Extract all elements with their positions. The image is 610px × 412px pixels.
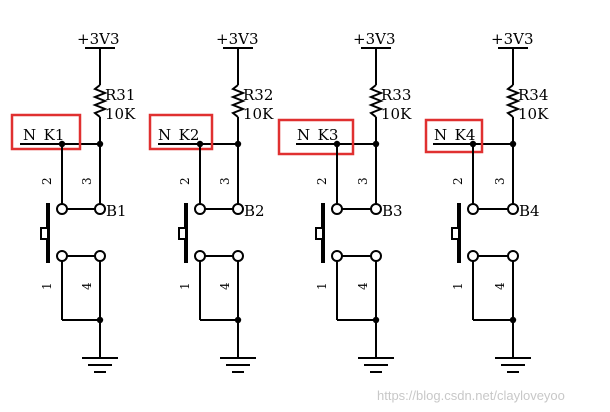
junction-bottom-4 [509,316,517,324]
button-label-2: B2 [244,202,265,220]
terminal-1-1 [56,250,68,262]
terminal-4-3 [370,250,382,262]
pin-1-label-4: 1 [451,282,465,290]
pin-4-label-1: 4 [80,282,94,290]
net-highlight-box-3 [277,118,355,156]
terminal-2-1 [56,203,68,215]
circuit-3: +3V3 R33 10K N_K3 2 3 B3 1 4 [277,30,412,373]
switch-plunger-4 [451,227,460,240]
button-label-4: B4 [519,202,540,220]
pin-2-label-4: 2 [451,177,465,185]
resistor-4 [505,84,521,118]
supply-label-1: +3V3 [77,30,120,48]
supply-label-4: +3V3 [491,30,534,48]
resistor-label-3: R33 [381,86,411,104]
switch-plunger-2 [178,227,187,240]
ground-symbol-1 [82,357,118,373]
resistor-1 [92,84,108,118]
terminal-2-4 [467,203,479,215]
resistor-label-1: R31 [105,86,135,104]
net-highlight-box-4 [424,118,484,154]
resistor-label-2: R32 [243,86,273,104]
net-label-1: N_K1 [23,126,64,144]
junction-resistor-3 [372,140,380,148]
junction-resistor-2 [234,140,242,148]
terminal-1-3 [331,250,343,262]
terminal-3-2 [232,203,244,215]
net-label-3: N_K3 [297,126,338,144]
pin-4-label-3: 4 [356,282,370,290]
pin-2-label-1: 2 [40,177,54,185]
pin-1-label-2: 1 [178,282,192,290]
watermark-text: https://blog.csdn.net/clayloveyoo [377,388,565,403]
resistor-2 [230,84,246,118]
net-label-4: N_K4 [434,126,475,144]
circuit-4: +3V3 R34 10K N_K4 2 3 B4 1 4 [424,30,549,373]
pin-2-label-2: 2 [178,177,192,185]
resistor-value-2: 10K [243,105,274,123]
terminal-2-2 [194,203,206,215]
button-label-1: B1 [106,202,127,220]
terminal-3-3 [370,203,382,215]
resistor-3 [368,84,384,118]
pin-3-label-3: 3 [356,177,370,185]
switch-plunger-1 [40,227,49,240]
terminal-3-1 [94,203,106,215]
pin-3-label-2: 3 [218,177,232,185]
pin-4-label-2: 4 [218,282,232,290]
terminal-3-4 [507,203,519,215]
switch-plunger-3 [315,227,324,240]
terminal-4-2 [232,250,244,262]
ground-symbol-4 [495,357,531,373]
terminal-2-3 [331,203,343,215]
pin-2-label-3: 2 [315,177,329,185]
pin-1-label-1: 1 [40,282,54,290]
circuit-2: +3V3 R32 10K N_K2 2 3 B2 1 4 [148,30,274,373]
junction-resistor-4 [509,140,517,148]
pin-3-label-1: 3 [80,177,94,185]
resistor-value-4: 10K [518,105,549,123]
junction-bottom-1 [96,316,104,324]
net-label-2: N_K2 [158,126,199,144]
junction-bottom-2 [234,316,242,324]
resistor-value-3: 10K [381,105,412,123]
pin-1-label-3: 1 [315,282,329,290]
resistor-label-4: R34 [518,86,548,104]
ground-symbol-2 [220,357,256,373]
pin-4-label-4: 4 [493,282,507,290]
circuit-1: +3V3 R31 10K N_K1 2 3 B1 1 4 [10,30,136,373]
junction-bottom-3 [372,316,380,324]
terminal-4-4 [507,250,519,262]
net-highlight-box-2 [148,113,214,151]
terminal-1-2 [194,250,206,262]
resistor-value-1: 10K [105,105,136,123]
supply-label-3: +3V3 [353,30,396,48]
terminal-1-4 [467,250,479,262]
net-highlight-box-1 [10,113,82,151]
pin-3-label-4: 3 [493,177,507,185]
button-label-3: B3 [382,202,403,220]
supply-label-2: +3V3 [216,30,259,48]
junction-resistor-1 [96,140,104,148]
ground-symbol-3 [358,357,394,373]
terminal-4-1 [94,250,106,262]
